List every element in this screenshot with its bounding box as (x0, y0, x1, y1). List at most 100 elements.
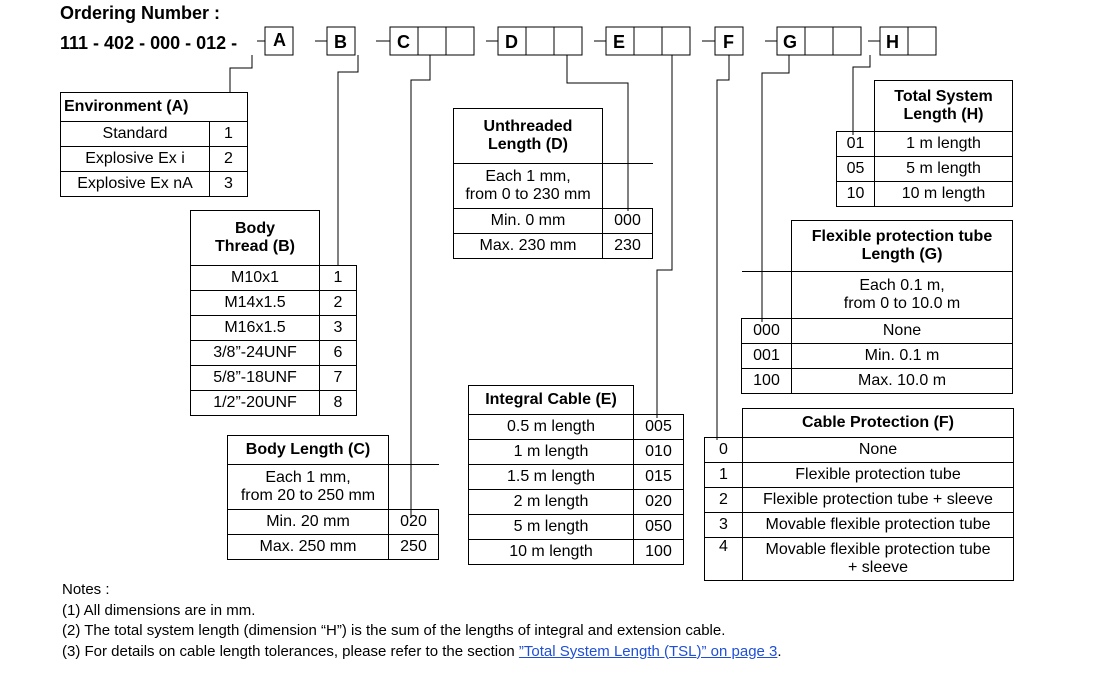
thread-row-label: 5/8”-18UNF (190, 365, 320, 391)
flex-row-code: 000 (741, 318, 792, 344)
ordering-title: Ordering Number : (60, 3, 221, 23)
thread-row-code: 7 (319, 365, 357, 391)
tsl-row-code: 10 (836, 181, 875, 207)
cable-row-label: 1.5 m length (468, 464, 634, 490)
code-letter-a: A (273, 30, 286, 50)
note-1: (1) All dimensions are in mm. (62, 601, 256, 619)
code-letter-h: H (886, 32, 899, 52)
unthreaded-row-code: 230 (602, 233, 653, 259)
thread-row-label: M16x1.5 (190, 315, 320, 341)
body-length-desc-line2: from 20 to 250 mm (240, 487, 376, 504)
total-length-title-line2: Length (H) (903, 106, 984, 123)
code-letter-b: B (334, 32, 347, 52)
protection-row-code: 1 (704, 462, 743, 488)
protection-row-code: 2 (704, 487, 743, 513)
body-thread-title-line2: Thread (B) (215, 238, 295, 255)
total-length-title-line1: Total System (894, 88, 993, 105)
protection-row-code: 4 (704, 537, 743, 581)
flex-tube-title-line1: Flexible protection tube (811, 228, 993, 245)
flex-row-code: 001 (741, 343, 792, 369)
tsl-row-code: 01 (836, 131, 875, 157)
flex-row-code: 100 (741, 368, 792, 394)
code-letter-g: G (783, 32, 798, 52)
note-3-suffix: . (777, 642, 782, 660)
tsl-row-code: 05 (836, 156, 875, 182)
environment-title: Environment (A) (59, 92, 249, 122)
env-row-label: Explosive Ex i (60, 146, 210, 172)
unthreaded-desc: Each 1 mm, from 0 to 230 mm (453, 163, 603, 209)
body-length-desc-line1: Each 1 mm, (265, 469, 351, 486)
unthreaded-row-label: Min. 0 mm (453, 208, 603, 234)
notes-section: Notes : (1) All dimensions are in mm. (2… (62, 580, 782, 662)
protection-row-label: None (742, 437, 1014, 463)
env-row-label: Explosive Ex nA (60, 171, 210, 197)
unthreaded-title: Unthreaded Length (D) (453, 108, 603, 164)
cable-row-label: 2 m length (468, 489, 634, 515)
flex-tube-desc: Each 0.1 m, from 0 to 10.0 m (791, 271, 1013, 319)
thread-row-label: M14x1.5 (190, 290, 320, 316)
protection-row-code: 3 (704, 512, 743, 538)
protection-row-code: 0 (704, 437, 743, 463)
note-2: (2) The total system length (dimension “… (62, 622, 726, 639)
cable-row-code: 010 (633, 439, 684, 465)
unthreaded-desc-line1: Each 1 mm, (485, 168, 571, 185)
body-thread-title-line1: Body (235, 220, 275, 237)
code-letter-c: C (397, 32, 410, 52)
thread-row-label: 3/8”-24UNF (190, 340, 320, 366)
cable-row-label: 5 m length (468, 514, 634, 540)
unthreaded-desc-line2: from 0 to 230 mm (465, 186, 591, 203)
protection-row-label: Flexible protection tube + sleeve (742, 487, 1014, 513)
unthreaded-length-table: Unthreaded Length (D) Each 1 mm, from 0 … (453, 108, 653, 259)
protection-row4-line2: + sleeve (847, 559, 909, 576)
tsl-row-label: 1 m length (874, 131, 1013, 157)
cable-row-code: 100 (633, 539, 684, 565)
flex-tube-title: Flexible protection tube Length (G) (791, 220, 1013, 272)
unthreaded-row-code: 000 (602, 208, 653, 234)
code-letter-e: E (613, 32, 626, 52)
body-length-desc: Each 1 mm, from 20 to 250 mm (227, 464, 389, 510)
flex-tube-table: Flexible protection tube Length (G) Each… (741, 220, 1013, 394)
body-length-row-code: 020 (388, 509, 439, 535)
thread-row-code: 8 (319, 390, 357, 416)
env-row-code: 3 (208, 171, 249, 197)
flex-row-label: Max. 10.0 m (791, 368, 1013, 394)
note-3-prefix: (3) For details on cable length toleranc… (62, 642, 519, 660)
tsl-row-label: 10 m length (874, 181, 1013, 207)
thread-row-label: 1/2”-20UNF (190, 390, 320, 416)
cable-row-code: 050 (633, 514, 684, 540)
thread-row-code: 3 (319, 315, 357, 341)
body-length-title: Body Length (C) (227, 435, 389, 465)
unthreaded-title-line1: Unthreaded (483, 118, 573, 135)
cable-row-code: 005 (633, 414, 684, 440)
body-length-table: Body Length (C) Each 1 mm, from 20 to 25… (227, 435, 439, 560)
env-row-code: 1 (208, 121, 249, 147)
cable-row-code: 020 (633, 489, 684, 515)
protection-row-label: Flexible protection tube (742, 462, 1014, 488)
notes-title: Notes : (62, 581, 110, 598)
flex-tube-title-line2: Length (G) (861, 246, 943, 263)
ordering-number: 111 - 402 - 000 - 012 - (60, 33, 238, 53)
total-length-title: Total System Length (H) (874, 80, 1013, 132)
env-row-code: 2 (208, 146, 249, 172)
tsl-section-link[interactable]: ”Total System Length (TSL)” on page 3 (518, 642, 778, 660)
flex-row-label: Min. 0.1 m (791, 343, 1013, 369)
thread-row-code: 6 (319, 340, 357, 366)
cable-row-code: 015 (633, 464, 684, 490)
env-row-label: Standard (60, 121, 210, 147)
note-3: (3) For details on cable length toleranc… (62, 642, 782, 663)
thread-row-code: 1 (319, 265, 357, 291)
thread-row-label: M10x1 (190, 265, 320, 291)
cable-row-label: 0.5 m length (468, 414, 634, 440)
protection-row4-line1: Movable flexible protection tube (765, 541, 991, 558)
flex-tube-desc-line2: from 0 to 10.0 m (843, 295, 961, 312)
thread-row-code: 2 (319, 290, 357, 316)
cable-row-label: 1 m length (468, 439, 634, 465)
code-letter-d: D (505, 32, 518, 52)
integral-cable-title: Integral Cable (E) (468, 385, 634, 415)
cable-protection-title: Cable Protection (F) (742, 408, 1014, 438)
protection-row-label: Movable flexible protection tube (742, 512, 1014, 538)
